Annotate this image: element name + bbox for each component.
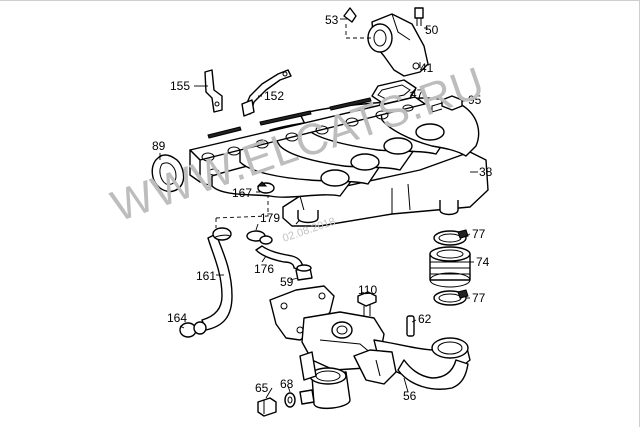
washer-68 xyxy=(284,392,296,408)
callout-59: 59 xyxy=(280,275,294,289)
callout-62: 62 xyxy=(418,312,432,326)
hose-clamp-77-upper xyxy=(433,229,469,246)
callout-164: 164 xyxy=(167,311,187,325)
plug-65 xyxy=(257,397,277,417)
callout-161: 161 xyxy=(196,269,216,283)
callout-68: 68 xyxy=(280,377,294,391)
callout-167: 167 xyxy=(232,186,252,200)
callout-74: 74 xyxy=(476,255,490,269)
pin-62 xyxy=(406,315,415,337)
hose-clamp-77-lower xyxy=(433,289,469,306)
callout-53: 53 xyxy=(325,13,339,27)
callout-41: 41 xyxy=(420,61,434,75)
seal-ring-89 xyxy=(151,154,185,193)
cap-53 xyxy=(343,7,372,39)
connecting-sleeve-74 xyxy=(429,246,471,288)
leader-lines xyxy=(159,18,478,399)
bolt-95 xyxy=(431,95,463,113)
callout-numbers: 53 50 41 155 152 47 95 89 38 167 179 77 … xyxy=(152,13,493,403)
fitting-59 xyxy=(295,264,313,281)
hose-clamp-179 xyxy=(246,230,273,245)
callout-110: 110 xyxy=(358,283,377,297)
callout-47: 47 xyxy=(410,87,424,101)
callout-152: 152 xyxy=(264,89,284,103)
bracket-155 xyxy=(204,69,223,113)
callout-56: 56 xyxy=(403,389,417,403)
callout-50: 50 xyxy=(425,23,439,37)
fitting-68-nipple xyxy=(299,389,315,405)
callout-65: 65 xyxy=(255,381,269,395)
callout-77-upper: 77 xyxy=(472,227,486,241)
intake-pipe-56 xyxy=(269,285,471,410)
hose-clamp-164 xyxy=(179,321,207,338)
frame-border-top xyxy=(0,0,640,1)
manifold-gasket-rail xyxy=(189,96,426,187)
bracket-152 xyxy=(241,69,292,117)
callout-179: 179 xyxy=(260,211,280,225)
callout-95: 95 xyxy=(468,93,482,107)
callout-38: 38 xyxy=(479,165,493,179)
small-hose-176 xyxy=(255,245,304,271)
callout-176: 176 xyxy=(254,262,274,276)
callout-77-lower: 77 xyxy=(472,291,486,305)
hose-clamp-167 xyxy=(256,181,275,194)
adapter-housing-41 xyxy=(367,13,429,77)
callout-89: 89 xyxy=(152,139,166,153)
screw-50 xyxy=(414,7,424,26)
gasket-47 xyxy=(371,79,417,105)
callout-155: 155 xyxy=(170,79,190,93)
leader-167-hose xyxy=(215,196,269,219)
